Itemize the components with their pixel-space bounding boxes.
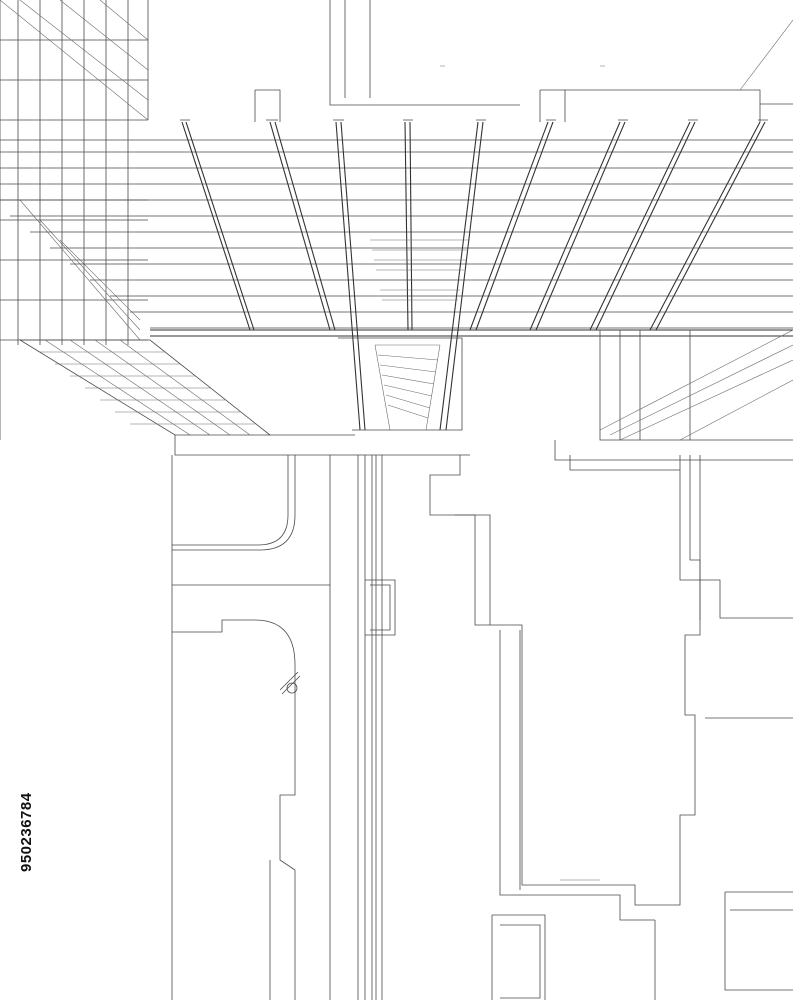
roof-grid — [0, 89, 793, 431]
image-id-label: 950236784 — [18, 792, 35, 872]
tower-left — [0, 0, 149, 440]
ground-bottom-blocks — [491, 891, 793, 1000]
ground-corridor — [329, 455, 396, 1000]
ground-left — [171, 455, 330, 1000]
upper-structure — [329, 0, 793, 106]
stair-core — [338, 239, 470, 431]
right-under-beams — [554, 329, 793, 471]
ground-building — [429, 455, 793, 921]
